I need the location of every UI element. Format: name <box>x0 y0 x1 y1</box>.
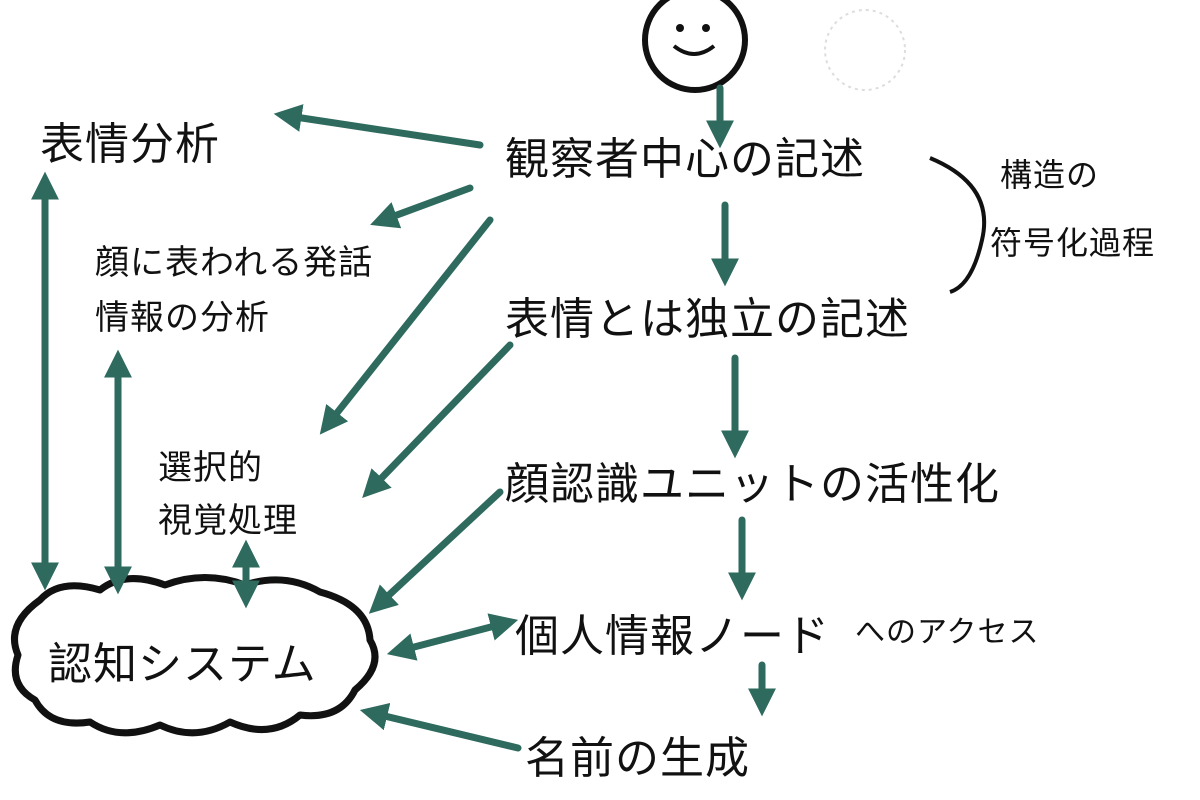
arrow-observer-to-visual <box>319 216 494 435</box>
arrows <box>30 84 776 752</box>
person-identity-nodes-suffix: へのアクセス <box>855 615 1040 650</box>
face-recognition-units: 顔認識ユニットの活性化 <box>505 459 1000 510</box>
arrow-observer-to-facial-speech <box>370 184 474 229</box>
structural-encoding-line2: 符号化過程 <box>990 224 1156 262</box>
arrow-fru-to-cognitive <box>368 488 504 614</box>
cognitive-system-cloud <box>11 574 379 737</box>
structural-encoding-brace <box>929 156 987 294</box>
cognitive-system: 認知システム <box>48 639 317 690</box>
expression-independent-description: 表情とは独立の記述 <box>505 294 910 345</box>
facial-speech-analysis-line1: 顔に表われる発話 <box>95 243 374 283</box>
expression-analysis: 表情分析 <box>40 119 220 170</box>
directed-visual-processing-line1: 選択的 <box>158 448 263 488</box>
name-generation: 名前の生成 <box>525 733 750 784</box>
structural-encoding-line1: 構造の <box>1000 156 1100 194</box>
smiley-face-icon <box>642 0 748 93</box>
person-identity-nodes: 個人情報ノード <box>515 611 830 662</box>
facial-speech-analysis-line2: 情報の分析 <box>95 298 270 338</box>
arrow-name-to-cognitive <box>359 702 522 752</box>
arrow-cognitive-pin <box>386 613 519 661</box>
directed-visual-processing-line2: 視覚処理 <box>158 501 298 541</box>
faint-face-sketch-icon <box>824 9 906 91</box>
arrow-independent-to-visual <box>362 341 514 499</box>
observer-centred-description: 観察者中心の記述 <box>505 134 865 185</box>
arrow-observer-to-expression <box>273 104 484 149</box>
